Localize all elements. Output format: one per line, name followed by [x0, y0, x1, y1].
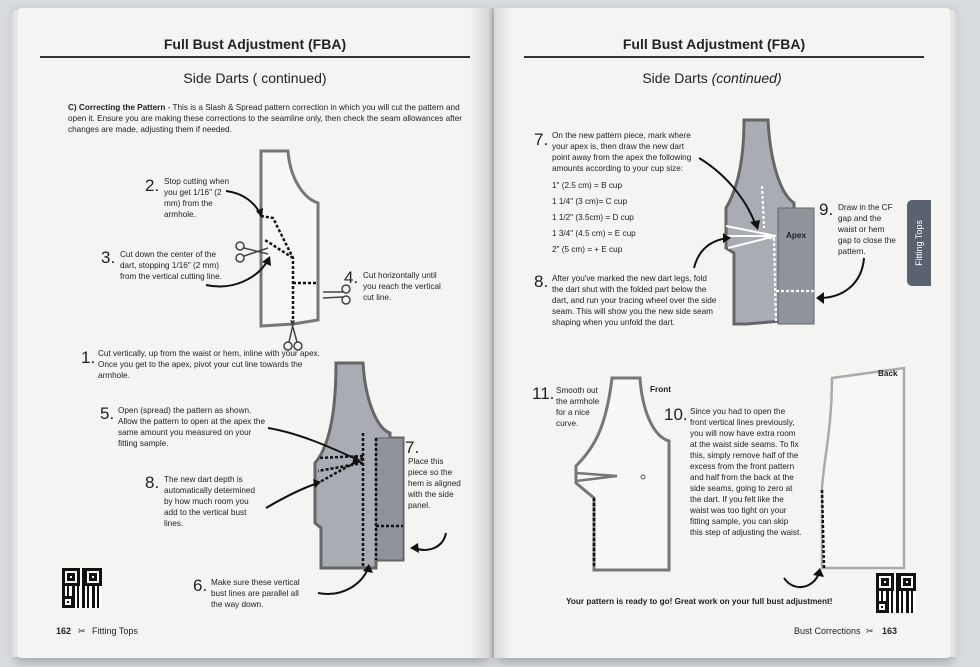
left-page-number: 162	[56, 626, 72, 636]
right-page-subheader: Side Darts (continued)	[494, 70, 940, 86]
qr-code-left[interactable]	[62, 568, 102, 608]
step-number-4: 4.	[344, 268, 359, 287]
step-text-6: Make sure these vertical bust lines are …	[211, 578, 300, 609]
new-pattern-piece	[724, 118, 796, 326]
step-number-2: 2.	[145, 176, 160, 195]
step-number-9-right: 9.	[819, 200, 834, 219]
right-page-number: 163	[882, 626, 898, 636]
step-text-11-right: Smooth out the armhole for a nice curve.	[556, 386, 600, 428]
back-pattern-piece	[820, 366, 906, 570]
step-number-5: 5.	[100, 404, 115, 423]
back-side-seam-line	[820, 489, 826, 569]
cup-size-row: 1 1/2" (3.5cm) = D cup	[552, 213, 634, 222]
left-diagrams	[205, 149, 447, 595]
step-text-4: Cut horizontally until you reach the ver…	[363, 271, 441, 302]
open-book: Full Bust Adjustment (FBA) Side Darts ( …	[10, 8, 958, 658]
subheader-italic: (continued)	[711, 70, 782, 86]
cut-lines	[260, 214, 318, 324]
step-number-10-right: 10.	[664, 405, 688, 424]
apex-label: Apex	[786, 231, 807, 240]
step-text-7-right: On the new pattern piece, mark where you…	[552, 131, 692, 173]
qr-code-right[interactable]	[876, 573, 916, 613]
spread-lines	[317, 433, 403, 568]
step-text-2: Stop cutting when you get 1/16" (2 mm) f…	[164, 177, 230, 219]
cup-size-row: 1 3/4" (4.5 cm) = E cup	[552, 229, 636, 238]
step-number-7-right: 7.	[534, 130, 549, 149]
scissors-icon-1	[235, 241, 269, 263]
dart-legs	[725, 225, 777, 249]
arrow-3	[205, 259, 269, 288]
cup-size-row: 1 1/4" (3 cm)= C cup	[552, 197, 628, 206]
front-label: Front	[650, 385, 671, 394]
step-number-7: 7.	[405, 438, 420, 457]
left-intro-paragraph: C) Correcting the Pattern - This is a Sl…	[68, 102, 468, 135]
left-page-header: Full Bust Adjustment (FBA)	[163, 36, 347, 52]
back-label: Back	[878, 369, 898, 378]
arrow-9-right	[818, 257, 865, 299]
step-text-8: The new dart depth is automatically dete…	[164, 475, 256, 528]
scissors-icon-footer-right: ✂	[866, 626, 874, 636]
side-tab-label: Fitting Tops	[914, 220, 924, 266]
right-page-header: Full Bust Adjustment (FBA)	[622, 36, 806, 52]
closing-message: Your pattern is ready to go! Great work …	[566, 597, 833, 606]
step-text-8-right: After you've marked the new dart legs, f…	[552, 274, 717, 327]
arrow-5	[267, 427, 359, 461]
arrow-8	[265, 482, 319, 509]
intro-text: - This is a Slash & Spread pattern corre…	[68, 103, 462, 134]
right-diagrams	[574, 118, 906, 588]
scissors-icon-2	[322, 284, 351, 305]
arrow-7-right	[698, 157, 757, 227]
left-footer-section: Fitting Tops	[92, 626, 138, 636]
apex-lines	[760, 185, 814, 325]
right-header-rule	[524, 56, 924, 58]
side-tab-fitting-tops[interactable]: Fitting Tops	[907, 200, 931, 286]
side-panel	[375, 437, 404, 561]
step-number-11-right: 11.	[532, 384, 555, 403]
left-header-rule	[40, 56, 470, 58]
left-page-subheader: Side Darts ( continued)	[183, 70, 327, 86]
subheader-plain: Side Darts	[642, 70, 712, 86]
cup-size-row: 1" (2.5 cm) = B cup	[552, 181, 623, 190]
step-number-6: 6.	[193, 576, 208, 595]
arrow-10-right	[783, 572, 820, 588]
scissors-icon-3	[283, 319, 303, 351]
pattern-piece-cut	[259, 149, 320, 328]
step-text-3: Cut down the center of the dart, stoppin…	[120, 250, 222, 281]
cup-size-row: 2" (5 cm) = + E cup	[552, 245, 623, 254]
step-number-8: 8.	[145, 473, 160, 492]
cup-size-list: 1" (2.5 cm) = B cup 1 1/4" (3 cm)= C cup…	[552, 178, 672, 258]
step-number-8-right: 8.	[534, 272, 549, 291]
step-number-1: 1.	[81, 348, 96, 367]
side-panel-right	[777, 207, 815, 325]
left-page: Full Bust Adjustment (FBA) Side Darts ( …	[18, 8, 492, 658]
arrow-7	[413, 532, 447, 551]
step-text-1: Cut vertically, up from the waist or hem…	[98, 349, 320, 380]
front-dart	[575, 471, 618, 483]
arrow-8-right	[693, 237, 729, 269]
step-text-7: Place this piece so the hem is aligned w…	[408, 457, 461, 510]
step-number-3: 3.	[101, 248, 116, 267]
right-footer-section: Bust Corrections	[794, 626, 861, 636]
step-text-10-right: Since you had to open the front vertical…	[690, 407, 802, 537]
scissors-icon-footer-left: ✂	[78, 626, 86, 636]
intro-heading: C) Correcting the Pattern	[68, 103, 166, 112]
step-text-9-right: Draw in the CF gap and the waist or hem …	[838, 203, 896, 256]
right-page: Full Bust Adjustment (FBA) Side Darts (c…	[494, 8, 950, 658]
arrow-6	[317, 567, 369, 595]
step-text-5: Open (spread) the pattern as shown. Allo…	[118, 406, 266, 448]
